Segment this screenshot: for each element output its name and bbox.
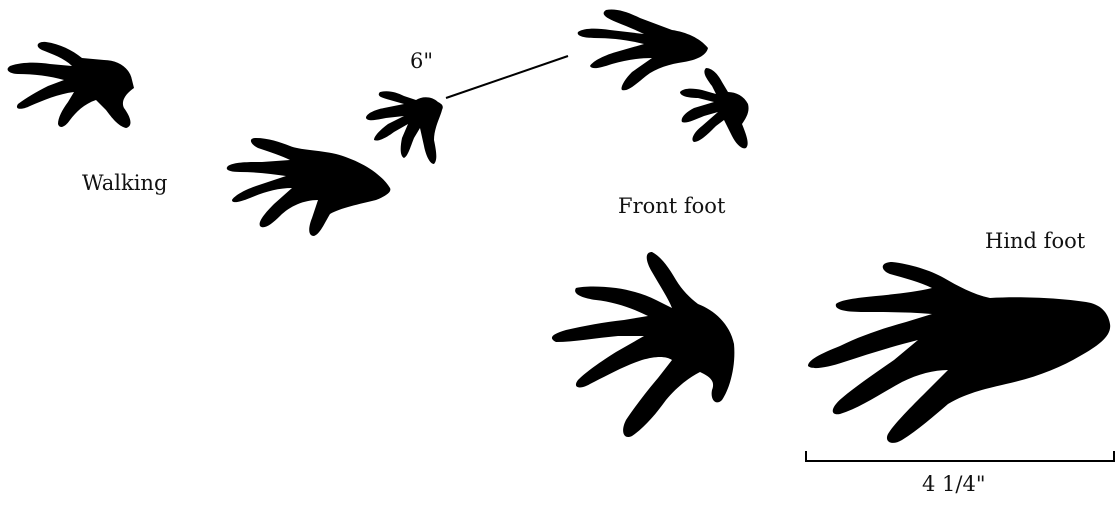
walking-track-4 bbox=[578, 9, 708, 90]
walking-track-2 bbox=[227, 138, 391, 236]
stride-line bbox=[446, 56, 568, 98]
hind-width-label: 4 1/4" bbox=[922, 474, 986, 495]
walking-label: Walking bbox=[82, 173, 167, 194]
walking-track-5 bbox=[680, 68, 749, 148]
front-foot-label: Front foot bbox=[618, 196, 725, 217]
hind-width-bracket bbox=[806, 451, 1114, 462]
stride-length-label: 6" bbox=[410, 51, 433, 72]
walking-track-3 bbox=[366, 91, 443, 164]
front-foot-print bbox=[552, 252, 734, 437]
walking-track-1 bbox=[8, 42, 134, 128]
hind-foot-label: Hind foot bbox=[985, 231, 1085, 252]
hind-foot-print bbox=[808, 262, 1110, 443]
